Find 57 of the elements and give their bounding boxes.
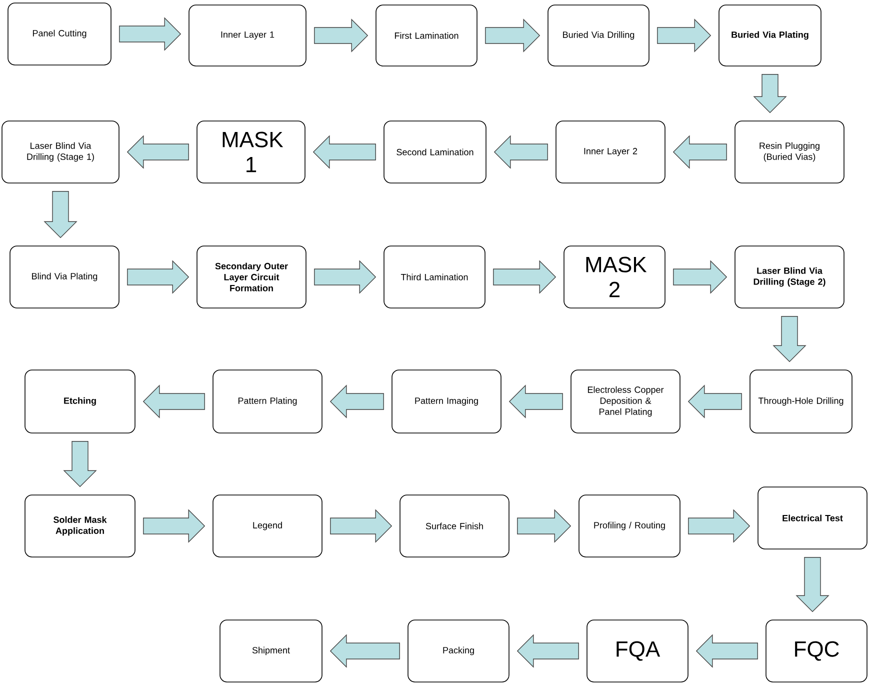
arrow xyxy=(508,384,563,418)
process-box: Second Lamination xyxy=(384,120,486,184)
process-box: FQA xyxy=(586,620,688,682)
process-box: Resin Plugging (Buried Vias) xyxy=(734,120,844,184)
process-box: Packing xyxy=(408,620,510,682)
arrow xyxy=(44,191,78,238)
process-box: Through-Hole Drilling xyxy=(750,370,852,434)
process-box: Pattern Imaging xyxy=(392,370,502,434)
arrow xyxy=(330,509,392,543)
process-box: Secondary Outer Layer Circuit Formation xyxy=(196,246,306,308)
arrow xyxy=(63,441,97,488)
arrow xyxy=(696,634,758,668)
arrow xyxy=(143,509,206,543)
arrow xyxy=(753,74,787,114)
arrow xyxy=(493,260,556,294)
arrow xyxy=(672,135,727,169)
process-box: Third Lamination xyxy=(384,246,486,308)
process-box: Pattern Plating xyxy=(212,370,322,434)
arrow xyxy=(657,18,712,52)
process-box: Shipment xyxy=(220,620,322,682)
arrow xyxy=(796,557,830,612)
arrow xyxy=(314,18,368,52)
process-box: FQC xyxy=(766,620,868,682)
arrow xyxy=(772,316,806,362)
process-box: Laser Blind Via Drilling (Stage 1) xyxy=(2,120,120,184)
arrow xyxy=(330,384,384,418)
arrow xyxy=(517,509,572,543)
process-box: Laser Blind Via Drilling (Stage 2) xyxy=(734,246,844,308)
arrow xyxy=(314,260,376,294)
process-box: MASK 2 xyxy=(564,246,666,308)
arrow xyxy=(688,509,750,543)
arrow xyxy=(494,135,548,169)
arrow xyxy=(312,135,376,169)
process-box: Etching xyxy=(24,370,136,434)
process-box: Legend xyxy=(212,494,322,558)
arrow xyxy=(485,18,540,52)
process-box: Inner Layer 2 xyxy=(556,120,666,184)
process-box: First Lamination xyxy=(376,4,478,66)
arrow xyxy=(126,135,189,169)
process-box: Electrical Test xyxy=(758,486,868,550)
process-box: MASK 1 xyxy=(196,120,306,184)
arrow xyxy=(673,260,728,294)
process-box: Inner Layer 1 xyxy=(188,4,306,66)
arrow xyxy=(119,17,182,51)
arrow xyxy=(516,634,579,668)
process-box: Panel Cutting xyxy=(8,2,112,66)
arrow xyxy=(330,634,400,668)
arrow xyxy=(688,384,742,418)
arrow xyxy=(142,384,205,418)
process-box: Electroless Copper Deposition & Panel Plating xyxy=(570,370,680,434)
process-box: Buried Via Plating xyxy=(718,4,822,66)
process-box: Blind Via Plating xyxy=(10,246,120,308)
process-box: Solder Mask Application xyxy=(24,494,136,558)
process-box: Profiling / Routing xyxy=(578,494,680,558)
process-box: Buried Via Drilling xyxy=(548,4,650,66)
arrow xyxy=(127,260,190,294)
process-box: Surface Finish xyxy=(400,494,510,558)
